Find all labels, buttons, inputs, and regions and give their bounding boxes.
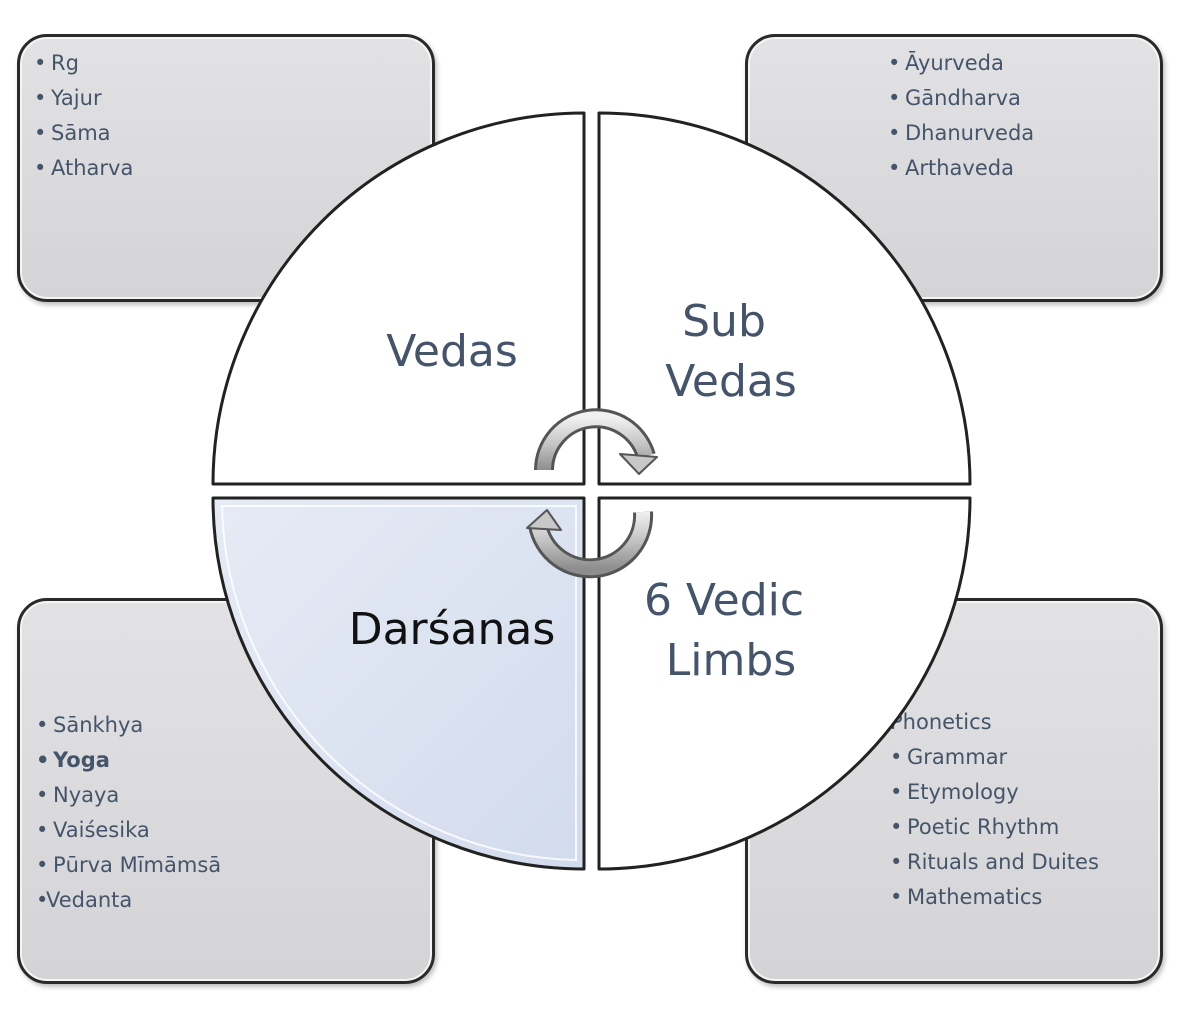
- list-item: •Rituals and Duites: [890, 845, 1099, 880]
- list-item-text: Yajur: [51, 86, 102, 110]
- list-item: •Etymology: [890, 775, 1099, 810]
- cycle-arrow-bottom-icon: [526, 509, 654, 579]
- sub-vedas-label: Sub Vedas: [665, 296, 797, 407]
- list-item: Phonetics: [890, 705, 1099, 740]
- bullet-icon: •: [36, 818, 49, 842]
- cycle-arrow-top-icon: [534, 408, 658, 475]
- list-item-text: Rg: [51, 51, 79, 75]
- bullet-icon: •: [890, 780, 903, 804]
- list-item: •Vaiśesika: [36, 813, 221, 848]
- vedic-limbs-quadrant: [597, 496, 972, 871]
- bullet-icon: •: [34, 156, 47, 180]
- list-item: •Poetic Rhythm: [890, 810, 1099, 845]
- bullet-icon: •: [890, 885, 903, 909]
- list-item-text: Āyurveda: [905, 51, 1004, 75]
- list-item: •Arthaveda: [888, 151, 1034, 186]
- darsanas-list: •Sānkhya•Yoga•Nyaya•Vaiśesika•Pūrva Mīmā…: [36, 708, 221, 918]
- list-item-text: Gāndharva: [905, 86, 1021, 110]
- bullet-icon: •: [888, 156, 901, 180]
- list-item: •Sāma: [34, 116, 133, 151]
- list-item-text: Yoga: [53, 748, 110, 772]
- list-item: •Sānkhya: [36, 708, 221, 743]
- bullet-icon: •: [34, 86, 47, 110]
- list-item-text: Nyaya: [53, 783, 120, 807]
- list-item-text: Etymology: [907, 780, 1019, 804]
- sub-vedas-quadrant: [597, 111, 972, 486]
- list-item: •Yoga: [36, 743, 221, 778]
- bullet-icon: •: [888, 121, 901, 145]
- bullet-icon: •: [36, 783, 49, 807]
- list-item-text: Rituals and Duites: [907, 850, 1099, 874]
- vedas-label: Vedas: [386, 326, 518, 377]
- bullet-icon: •: [34, 121, 47, 145]
- list-item-text: Grammar: [907, 745, 1008, 769]
- list-item-text: Phonetics: [890, 710, 992, 734]
- list-item: •Mathematics: [890, 880, 1099, 915]
- list-item: •Gāndharva: [888, 81, 1034, 116]
- vedas-quadrant: [211, 111, 586, 486]
- bullet-icon: •: [36, 888, 49, 912]
- sub-vedas-list: •Āyurveda•Gāndharva•Dhanurveda•Arthaveda: [888, 46, 1034, 186]
- vedas-list-box: •Rg•Yajur•Sāma•Atharva: [17, 34, 435, 302]
- list-item: •Āyurveda: [888, 46, 1034, 81]
- list-item: •Yajur: [34, 81, 133, 116]
- list-item-text: Arthaveda: [905, 156, 1014, 180]
- list-item-text: Pūrva Mīmāmsā: [53, 853, 222, 877]
- list-item: •Grammar: [890, 740, 1099, 775]
- darsanas-quadrant: [211, 496, 586, 871]
- list-item-text: Vedanta: [46, 888, 133, 912]
- bullet-icon: •: [890, 815, 903, 839]
- list-item-text: Atharva: [51, 156, 134, 180]
- list-item-text: Mathematics: [907, 885, 1043, 909]
- bullet-icon: •: [890, 745, 903, 769]
- vedic-limbs-list: Phonetics•Grammar•Etymology•Poetic Rhyth…: [890, 705, 1099, 915]
- list-item: •Nyaya: [36, 778, 221, 813]
- list-item: •Rg: [34, 46, 133, 81]
- list-item-text: Vaiśesika: [53, 818, 150, 842]
- list-item: •Vedanta: [36, 883, 221, 918]
- bullet-icon: •: [34, 51, 47, 75]
- vedic-limbs-label: 6 Vedic Limbs: [644, 575, 818, 686]
- bullet-icon: •: [36, 748, 50, 772]
- list-item-text: Sānkhya: [53, 713, 144, 737]
- list-item: •Pūrva Mīmāmsā: [36, 848, 221, 883]
- bullet-icon: •: [888, 51, 901, 75]
- list-item: •Dhanurveda: [888, 116, 1034, 151]
- list-item-text: Sāma: [51, 121, 111, 145]
- list-item: •Atharva: [34, 151, 133, 186]
- vedas-list: •Rg•Yajur•Sāma•Atharva: [34, 46, 133, 186]
- bullet-icon: •: [890, 850, 903, 874]
- bullet-icon: •: [36, 853, 49, 877]
- bullet-icon: •: [888, 86, 901, 110]
- list-item-text: Poetic Rhythm: [907, 815, 1060, 839]
- bullet-icon: •: [36, 713, 49, 737]
- darsanas-label: Darśanas: [349, 604, 556, 655]
- list-item-text: Dhanurveda: [905, 121, 1035, 145]
